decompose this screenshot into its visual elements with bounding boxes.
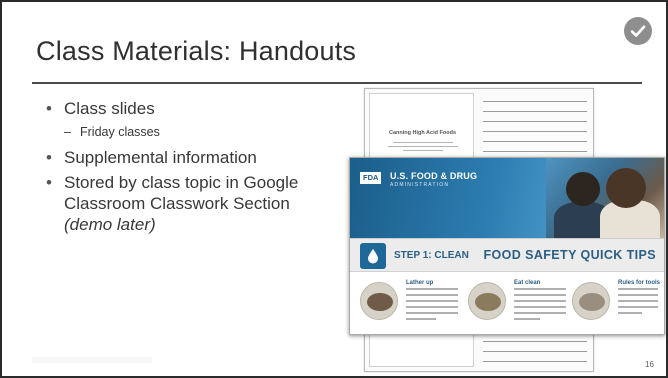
- step-label: STEP 1: CLEAN: [394, 250, 469, 261]
- handout-rule-lines-bottom: [483, 341, 587, 371]
- handout-subtext: [370, 142, 475, 151]
- poster-photo: [546, 158, 664, 242]
- sub-bullet-text: Friday classes: [80, 125, 160, 139]
- agency-subtitle: ADMINISTRATION: [390, 182, 450, 188]
- tip-text: [514, 288, 566, 324]
- bullet-list: Class slides – Friday classes Supplement…: [46, 98, 346, 239]
- check-circle-icon: [624, 17, 652, 45]
- tip-image: [572, 282, 610, 320]
- handout-heading: Canning High Acid Foods: [388, 130, 456, 136]
- poster-banner: FDA U.S. FOOD & DRUG ADMINISTRATION: [350, 158, 664, 242]
- tip-title: Rules for tools: [618, 280, 661, 286]
- tip-text: [618, 288, 658, 318]
- bullet-item: Supplemental information: [46, 147, 346, 168]
- food-safety-poster: FDA U.S. FOOD & DRUG ADMINISTRATION STEP…: [349, 157, 665, 335]
- bullet-text: Stored by class topic in Google Classroo…: [64, 173, 299, 213]
- tip-text: [406, 288, 458, 324]
- dash-marker: –: [64, 125, 71, 139]
- footer-faint-text: [32, 357, 152, 363]
- step-bar: STEP 1: CLEAN FOOD SAFETY QUICK TIPS: [350, 238, 664, 272]
- tip-title: Eat clean: [514, 280, 541, 286]
- agency-name: U.S. FOOD & DRUG: [390, 171, 478, 181]
- sub-bullet-item: – Friday classes: [46, 123, 346, 141]
- tip-image: [360, 282, 398, 320]
- water-drop-icon: [360, 243, 386, 269]
- title-divider: [32, 82, 642, 84]
- bullet-emphasis: (demo later): [64, 215, 156, 234]
- page-number: 16: [645, 360, 654, 369]
- bullet-item: Stored by class topic in Google Classroo…: [46, 172, 346, 235]
- tip-image: [468, 282, 506, 320]
- tip-title: Lather up: [406, 280, 434, 286]
- fda-logo: FDA: [360, 172, 382, 184]
- slide-title: Class Materials: Handouts: [36, 36, 357, 66]
- bullet-item: Class slides: [46, 98, 346, 119]
- poster-headline: FOOD SAFETY QUICK TIPS: [483, 248, 656, 262]
